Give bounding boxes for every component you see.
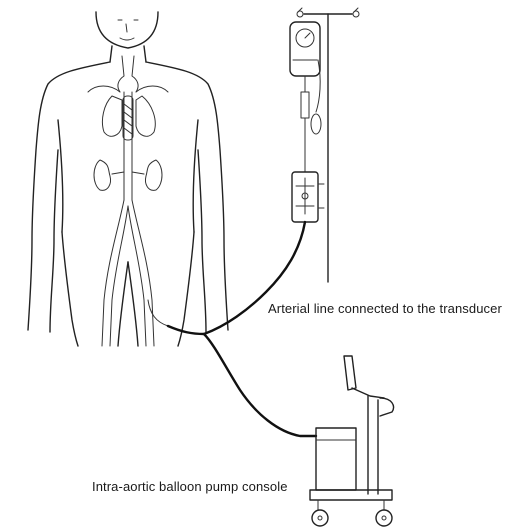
human-body-outline (28, 12, 228, 346)
pressure-bag (290, 22, 321, 172)
left-kidney (94, 160, 111, 190)
transducer-cable (204, 222, 305, 334)
drip-chamber (301, 92, 309, 118)
iabp-console (310, 356, 394, 526)
wheel-icon (312, 510, 328, 526)
cables (168, 222, 316, 436)
right-lung (136, 96, 155, 136)
organs-and-vessels (88, 56, 168, 346)
transducer-label: Arterial line connected to the transduce… (268, 301, 502, 316)
iv-pole (297, 8, 359, 282)
left-lung (102, 96, 122, 136)
console-cable (204, 334, 316, 436)
transducer (292, 172, 324, 222)
console-monitor (344, 356, 356, 390)
console-label: Intra-aortic balloon pump console (92, 479, 288, 494)
right-kidney (145, 160, 162, 190)
aorta (124, 92, 132, 200)
console-body (316, 428, 356, 490)
wheel-icon (376, 510, 392, 526)
arterial-line (168, 326, 204, 334)
inflation-bulb (311, 114, 321, 134)
